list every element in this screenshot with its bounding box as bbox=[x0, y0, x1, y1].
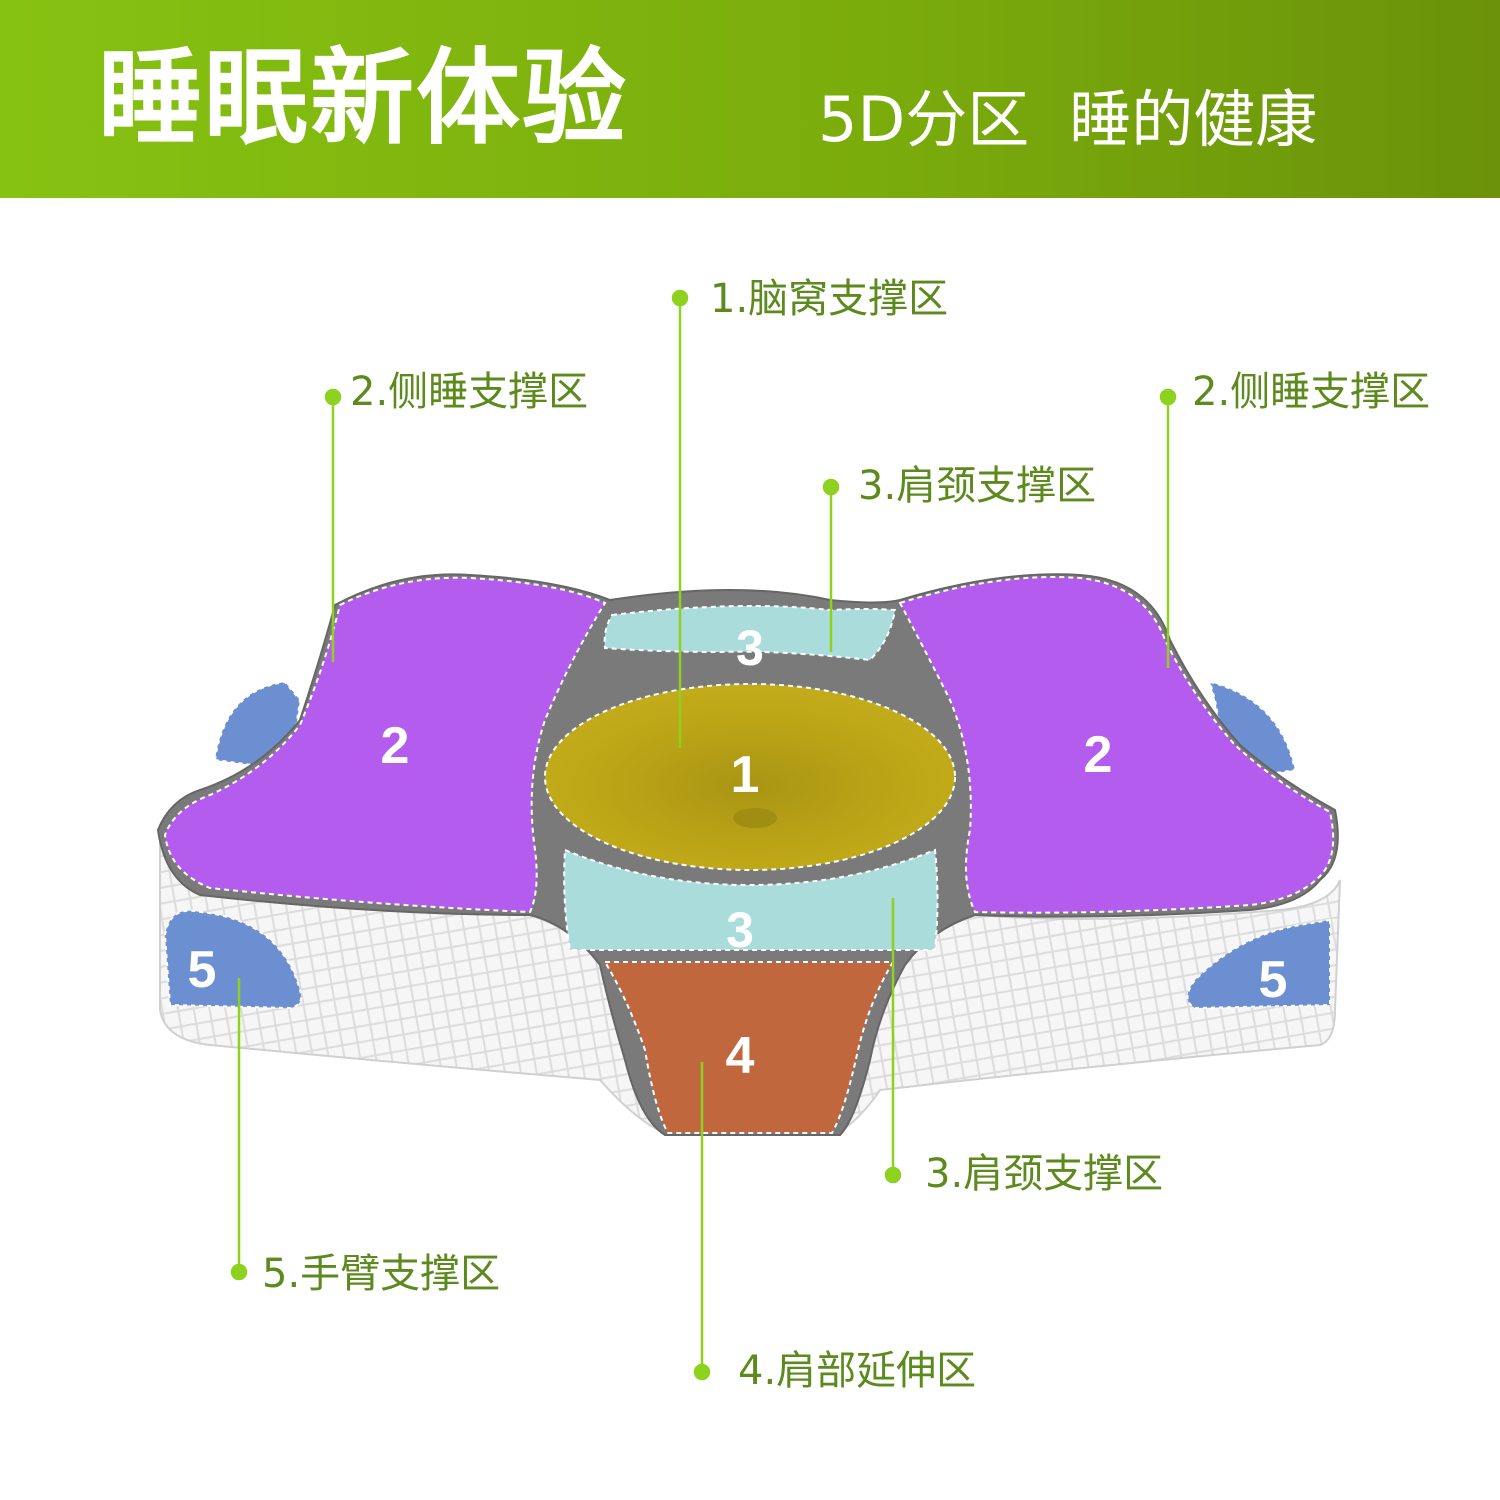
zone-number-2-left: 2 bbox=[381, 717, 410, 775]
neck-zone-bottom bbox=[563, 848, 939, 951]
subtitle-health: 睡的健康 bbox=[1069, 83, 1318, 156]
zone-number-5-right: 5 bbox=[1259, 951, 1288, 1009]
header-banner: 睡眠新体验 5D分区睡的健康 bbox=[0, 0, 1500, 198]
shoulder-zone bbox=[603, 961, 895, 1134]
side-zone-left bbox=[163, 576, 607, 914]
head-zone bbox=[544, 683, 956, 871]
callout-side-support-right: 2.侧睡支撑区 bbox=[1192, 369, 1431, 415]
page-subtitle: 5D分区睡的健康 bbox=[818, 82, 1357, 158]
leader-dot-4 bbox=[693, 1363, 711, 1381]
zone-number-1: 1 bbox=[731, 746, 760, 804]
head-zone-dimple bbox=[733, 808, 777, 828]
arm-zone-right bbox=[1186, 918, 1331, 1010]
callout-neck-support-top: 3.肩颈支撑区 bbox=[858, 463, 1097, 509]
page-title: 睡眠新体验 bbox=[98, 37, 629, 159]
callout-head-support: 1.脑窝支撑区 bbox=[710, 276, 949, 322]
leader-dot-2-left bbox=[324, 388, 342, 406]
zone-number-4: 4 bbox=[726, 1027, 755, 1085]
zone-number-3-bottom: 3 bbox=[726, 902, 754, 958]
side-zone-right bbox=[898, 576, 1335, 914]
arm-zone-left bbox=[163, 909, 303, 1010]
zone-number-2-right: 2 bbox=[1084, 726, 1113, 784]
leader-lines bbox=[230, 289, 1177, 1381]
leader-dot-1 bbox=[671, 289, 689, 307]
subtitle-5d: 5D分区 bbox=[818, 83, 1030, 156]
neck-zone-top bbox=[603, 605, 897, 662]
leader-dot-3-top bbox=[822, 478, 840, 496]
callout-side-support-left: 2.侧睡支撑区 bbox=[350, 369, 589, 415]
callout-neck-support-bottom: 3.肩颈支撑区 bbox=[925, 1151, 1164, 1197]
leader-dot-5 bbox=[230, 1263, 248, 1281]
zone-number-3-top: 3 bbox=[736, 620, 764, 676]
zone-number-5-left: 5 bbox=[188, 941, 217, 999]
leader-dot-2-right bbox=[1159, 388, 1177, 406]
leader-dot-3-bottom bbox=[884, 1166, 902, 1184]
callout-shoulder-extension: 4.肩部延伸区 bbox=[738, 1348, 977, 1394]
callout-arm-support: 5.手臂支撑区 bbox=[262, 1251, 501, 1297]
